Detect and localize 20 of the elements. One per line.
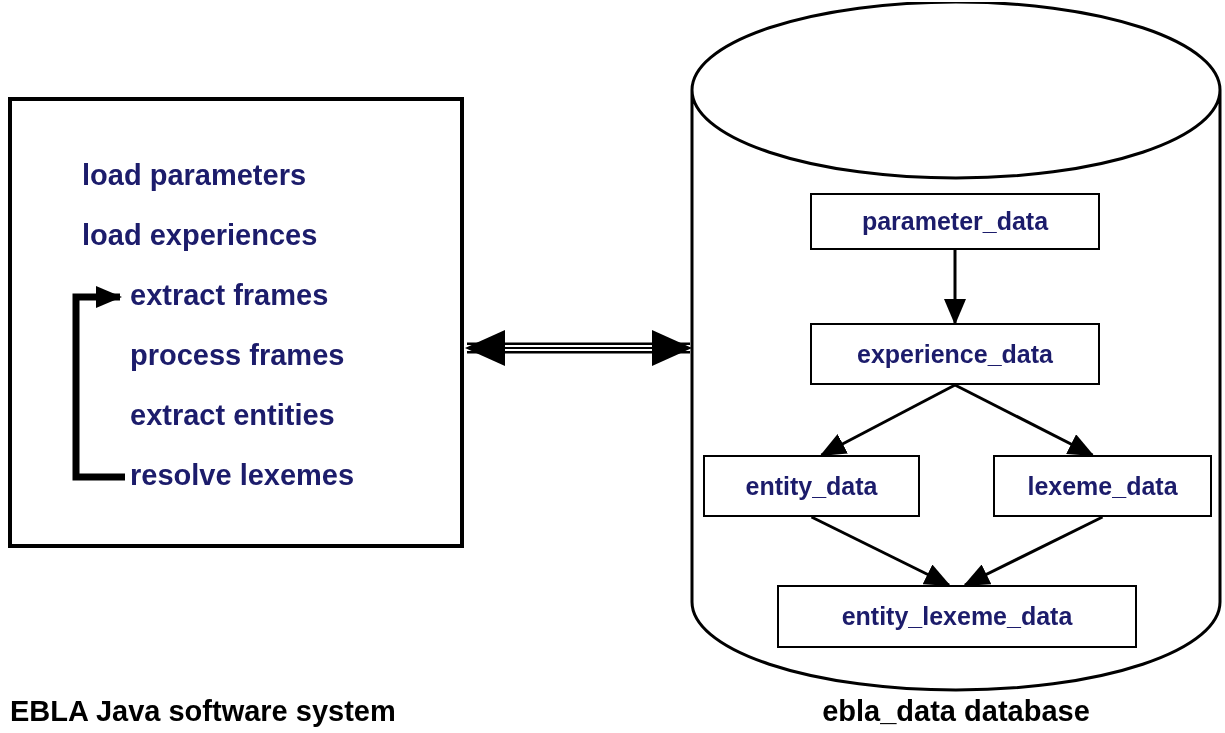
caption-text: ebla_data database (822, 695, 1090, 728)
arrow (465, 330, 692, 366)
step-text: process frames (130, 338, 345, 372)
arrow (954, 383, 1095, 457)
arrow (963, 515, 1104, 587)
table-box: entity_lexeme_data (777, 585, 1137, 648)
arrow (819, 383, 956, 457)
system-box (8, 97, 464, 548)
caption-text: EBLA Java software system (10, 695, 396, 728)
table-box: entity_data (703, 455, 920, 517)
step-text: extract frames (130, 278, 329, 312)
step-text: load parameters (82, 158, 307, 192)
arrow (810, 515, 951, 587)
step-text: resolve lexemes (130, 458, 355, 492)
step-text: extract entities (130, 398, 335, 432)
table-box: parameter_data (810, 193, 1100, 250)
arrow (944, 250, 966, 325)
table-box: lexeme_data (993, 455, 1212, 517)
step-text: load experiences (82, 218, 318, 252)
table-box: experience_data (810, 323, 1100, 385)
